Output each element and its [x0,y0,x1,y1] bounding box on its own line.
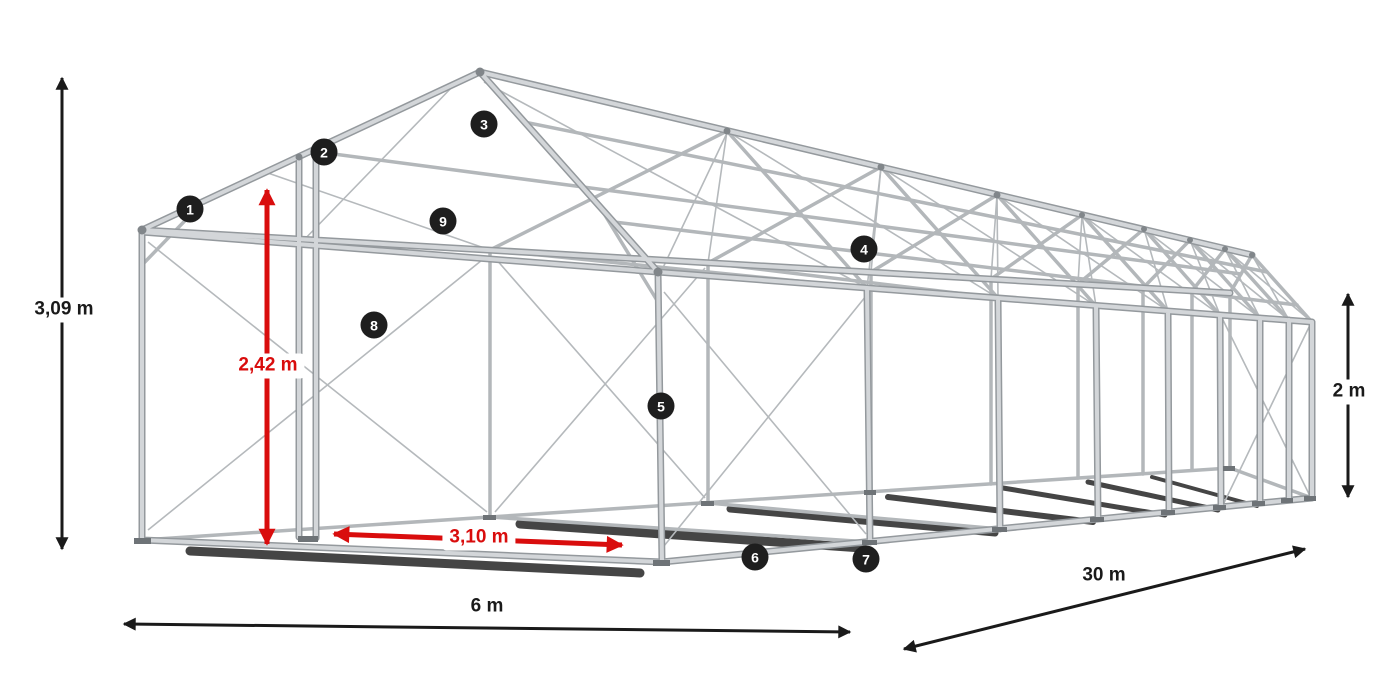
total-height-label: 3,09 m [27,297,101,323]
part-marker-7: 7 [852,545,880,573]
length-arrow [902,545,1307,653]
part-marker-3: 3 [470,110,498,138]
width-arrow [122,617,852,639]
part-marker-4: 4 [850,235,878,263]
part-marker-6: 6 [741,543,769,571]
part-marker-2: 2 [310,138,338,166]
length-label: 30 m [1075,563,1133,589]
part-marker-9: 9 [429,207,457,235]
bracing-cables [147,81,1313,547]
side-height-label: 2 m [1325,379,1373,405]
width-label: 6 m [463,594,511,620]
foot-plates [134,466,1316,566]
tube-connectors [137,67,1255,277]
entrance-height-label: 2,42 m [231,353,305,379]
part-marker-5: 5 [647,392,675,420]
part-marker-1: 1 [176,195,204,223]
entrance-width-label: 3,10 m [442,525,516,551]
part-marker-8: 8 [360,311,388,339]
